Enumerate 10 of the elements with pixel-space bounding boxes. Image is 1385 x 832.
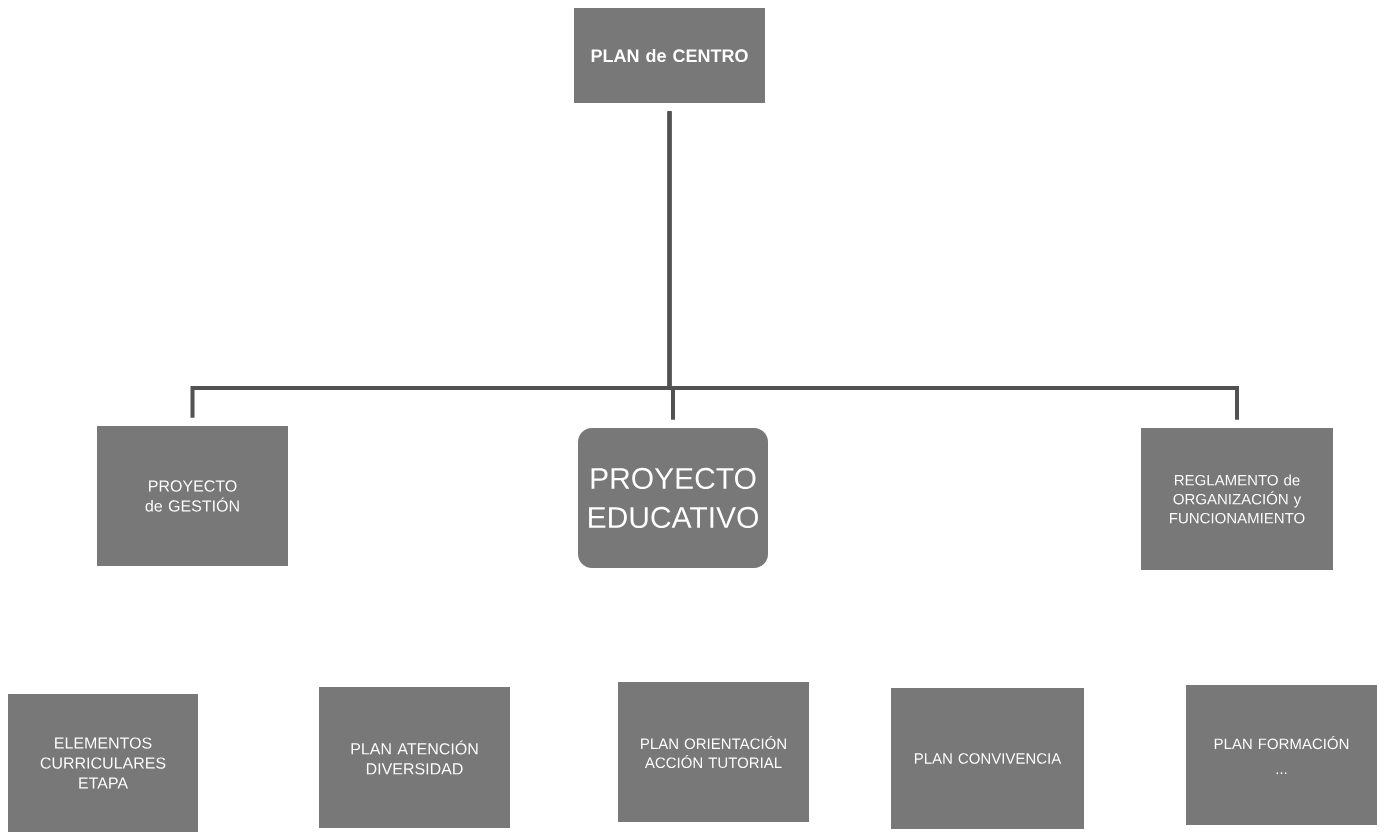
process-box: PLAN ATENCIÓN DIVERSIDAD xyxy=(319,687,510,828)
title-box: PLAN de CENTRO xyxy=(574,8,765,103)
process-box: REGLAMENTO de ORGANIZACIÓN y FUNCIONAMIENTO xyxy=(1141,428,1333,570)
process-box: ELEMENTOS CURRICULARES ETAPA xyxy=(8,694,198,832)
connector-line xyxy=(667,111,1239,420)
process-box: PROYECTO de GESTIÓN xyxy=(97,426,288,566)
process-box: PLAN CONVIVENCIA xyxy=(891,688,1084,829)
process-box: PLAN ORIENTACIÓN ACCIÓN TUTORIAL xyxy=(618,682,809,822)
rounded-box: PROYECTO EDUCATIVO xyxy=(578,428,768,568)
process-box: PLAN FORMACIÓN ... xyxy=(1186,685,1377,825)
